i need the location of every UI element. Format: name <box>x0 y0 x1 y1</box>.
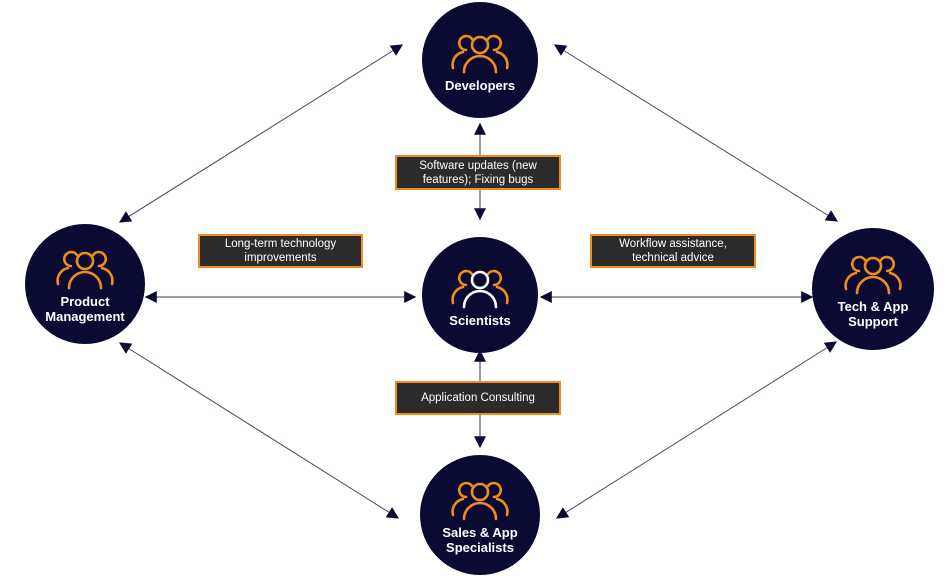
people-group-icon-center-highlight <box>451 269 509 308</box>
node-product-management: Product Management <box>25 224 145 344</box>
node-label: Developers <box>444 77 516 93</box>
edge-label-application-consulting: Application Consulting <box>395 381 561 415</box>
node-label: Tech & App Support <box>837 299 909 329</box>
people-group-icon <box>451 481 509 521</box>
connector-developers-techsupport <box>553 44 839 222</box>
people-group-icon <box>844 255 902 295</box>
node-tech-app-support: Tech & App Support <box>812 228 934 350</box>
edge-label-workflow-assistance: Workflow assistance, technical advice <box>590 234 756 268</box>
connector-sales-techsupport <box>555 341 838 519</box>
people-group-icon <box>451 34 509 73</box>
node-sales-app-specialists: Sales & App Specialists <box>420 455 540 575</box>
edge-label-long-term-improvements: Long-term technology improvements <box>198 234 363 268</box>
node-label: Scientists <box>449 312 511 328</box>
node-label: Sales & App Specialists <box>442 525 518 555</box>
node-developers: Developers <box>422 2 538 118</box>
edge-label-software-updates: Software updates (new features); Fixing … <box>395 155 561 190</box>
connector-product-developers <box>118 44 404 223</box>
connector-product-sales <box>118 342 400 519</box>
node-scientists: Scientists <box>422 237 538 353</box>
people-group-icon <box>56 250 114 290</box>
node-label: Product Management <box>45 294 125 324</box>
